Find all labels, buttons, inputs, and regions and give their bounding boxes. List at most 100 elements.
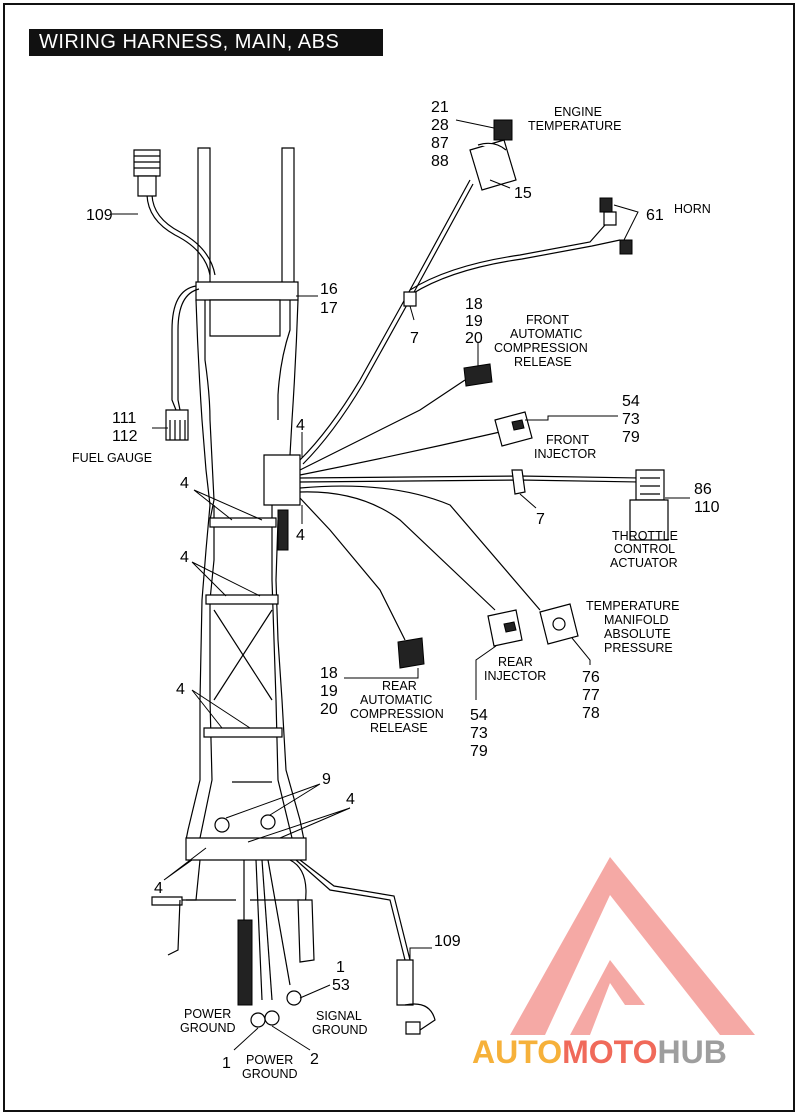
- signal-coil: [297, 899, 315, 963]
- label-tmap-1: TEMPERATURE: [586, 599, 680, 613]
- callout-79-front: 79: [622, 429, 640, 446]
- label-throttle-2: CONTROL: [614, 542, 675, 556]
- callout-54-rear: 54: [470, 707, 488, 724]
- components: [133, 119, 669, 1035]
- ground-boot-left: [237, 919, 253, 1006]
- callout-9: 9: [322, 771, 331, 788]
- watermark-triangle-icon: [510, 857, 755, 1035]
- label-fuel-gauge: FUEL GAUGE: [72, 451, 152, 465]
- diagram-title: WIRING HARNESS, MAIN, ABS: [29, 29, 383, 56]
- chassis-frame: [151, 147, 307, 956]
- callout-7-mid: 7: [536, 511, 545, 528]
- label-front-injector-2: INJECTOR: [534, 447, 596, 461]
- callout-21: 21: [431, 99, 449, 116]
- callout-4-a: 4: [296, 417, 305, 434]
- callout-78: 78: [582, 705, 600, 722]
- connector-109-bottom: [396, 959, 436, 1035]
- callout-1: 1: [222, 1055, 231, 1072]
- label-front-acr-2: AUTOMATIC: [510, 327, 582, 341]
- ring-terminal-53: [286, 990, 302, 1006]
- ring-terminal-2: [264, 1010, 280, 1026]
- callout-112: 112: [112, 428, 138, 445]
- callout-4-bottom-left: 4: [154, 880, 163, 897]
- engine-temperature-sensor: [469, 119, 517, 191]
- callout-53: 53: [332, 977, 350, 994]
- connector-109-top: [133, 149, 161, 197]
- diagram-frame: [3, 3, 795, 1112]
- callout-110: 110: [694, 499, 720, 516]
- clip-7-top: [403, 291, 417, 307]
- label-rear-acr-2: AUTOMATIC: [360, 693, 432, 707]
- label-signal-ground-2: GROUND: [312, 1023, 368, 1037]
- callout-19-front: 19: [465, 313, 483, 330]
- callout-16: 16: [320, 281, 338, 298]
- callout-54-front: 54: [622, 393, 640, 410]
- callout-109-top: 109: [86, 207, 113, 224]
- label-rear-acr-3: COMPRESSION: [350, 707, 444, 721]
- label-front-injector-1: FRONT: [546, 433, 589, 447]
- callout-88: 88: [431, 153, 449, 170]
- callout-1-top: 1: [336, 959, 345, 976]
- clip-7-mid: [511, 469, 526, 495]
- label-horn: HORN: [674, 202, 711, 216]
- label-front-acr-1: FRONT: [526, 313, 569, 327]
- callout-18-rear: 18: [320, 665, 338, 682]
- callout-86: 86: [694, 481, 712, 498]
- leader-lines: [112, 119, 690, 1051]
- callout-28: 28: [431, 117, 449, 134]
- callout-15: 15: [514, 185, 532, 202]
- label-rear-injector-1: REAR: [498, 655, 533, 669]
- label-power-ground-left-2: GROUND: [180, 1021, 236, 1035]
- label-front-acr-4: RELEASE: [514, 355, 572, 369]
- label-engine-temperature-2: TEMPERATURE: [528, 119, 622, 133]
- callout-7-top: 7: [410, 330, 419, 347]
- callout-2: 2: [310, 1051, 319, 1068]
- label-tmap-2: MANIFOLD: [604, 613, 669, 627]
- callout-73-rear: 73: [470, 725, 488, 742]
- callout-111: 111: [112, 410, 136, 427]
- callout-19-rear: 19: [320, 683, 338, 700]
- callout-18-front: 18: [465, 296, 483, 313]
- front-injector-connector: [494, 411, 533, 447]
- callout-17: 17: [320, 300, 338, 317]
- callout-20-rear: 20: [320, 701, 338, 718]
- callout-73-front: 73: [622, 411, 640, 428]
- svg-text:AUTOMOTOHUB: AUTOMOTOHUB: [472, 1034, 727, 1070]
- horn-connectors: [599, 197, 633, 255]
- label-tmap-3: ABSOLUTE: [604, 627, 671, 641]
- watermark-text-moto: MOTO: [562, 1034, 657, 1070]
- label-signal-ground-1: SIGNAL: [316, 1009, 362, 1023]
- callout-76: 76: [582, 669, 600, 686]
- label-throttle-3: ACTUATOR: [610, 556, 678, 570]
- harness-wires: [146, 179, 641, 1001]
- callout-20-front: 20: [465, 330, 483, 347]
- tmap-connector: [539, 603, 579, 645]
- callout-61: 61: [646, 207, 664, 224]
- label-engine-temperature-1: ENGINE: [554, 105, 602, 119]
- watermark-logo: AUTOMOTOHUB: [472, 857, 755, 1070]
- label-power-ground-left-1: POWER: [184, 1007, 231, 1021]
- label-rear-acr-1: REAR: [382, 679, 417, 693]
- callout-4-left3: 4: [176, 681, 185, 698]
- rear-acr-connector: [397, 637, 425, 669]
- callout-87: 87: [431, 135, 449, 152]
- label-power-ground-bottom-1: POWER: [246, 1053, 293, 1067]
- fuel-gauge-connector: [165, 409, 189, 441]
- label-rear-acr-4: RELEASE: [370, 721, 428, 735]
- label-tmap-4: PRESSURE: [604, 641, 673, 655]
- watermark-text-auto: AUTO: [472, 1034, 562, 1070]
- label-rear-injector-2: INJECTOR: [484, 669, 546, 683]
- label-front-acr-3: COMPRESSION: [494, 341, 588, 355]
- throttle-actuator-connector: [629, 469, 669, 541]
- component-labels: ENGINE TEMPERATURE HORN FRONT AUTOMATIC …: [72, 105, 711, 1081]
- callout-4-left1: 4: [180, 475, 189, 492]
- callout-77: 77: [582, 687, 600, 704]
- label-power-ground-bottom-2: GROUND: [242, 1067, 298, 1081]
- callout-4-bottom-right: 4: [346, 791, 355, 808]
- ring-terminal-1: [250, 1012, 266, 1028]
- callout-4-b: 4: [296, 527, 305, 544]
- callout-79-rear: 79: [470, 743, 488, 760]
- watermark-text-hub: HUB: [657, 1034, 726, 1070]
- callout-numbers: 21 28 87 88 15 61 109 16 17 7 18 19 20 1…: [86, 99, 720, 1072]
